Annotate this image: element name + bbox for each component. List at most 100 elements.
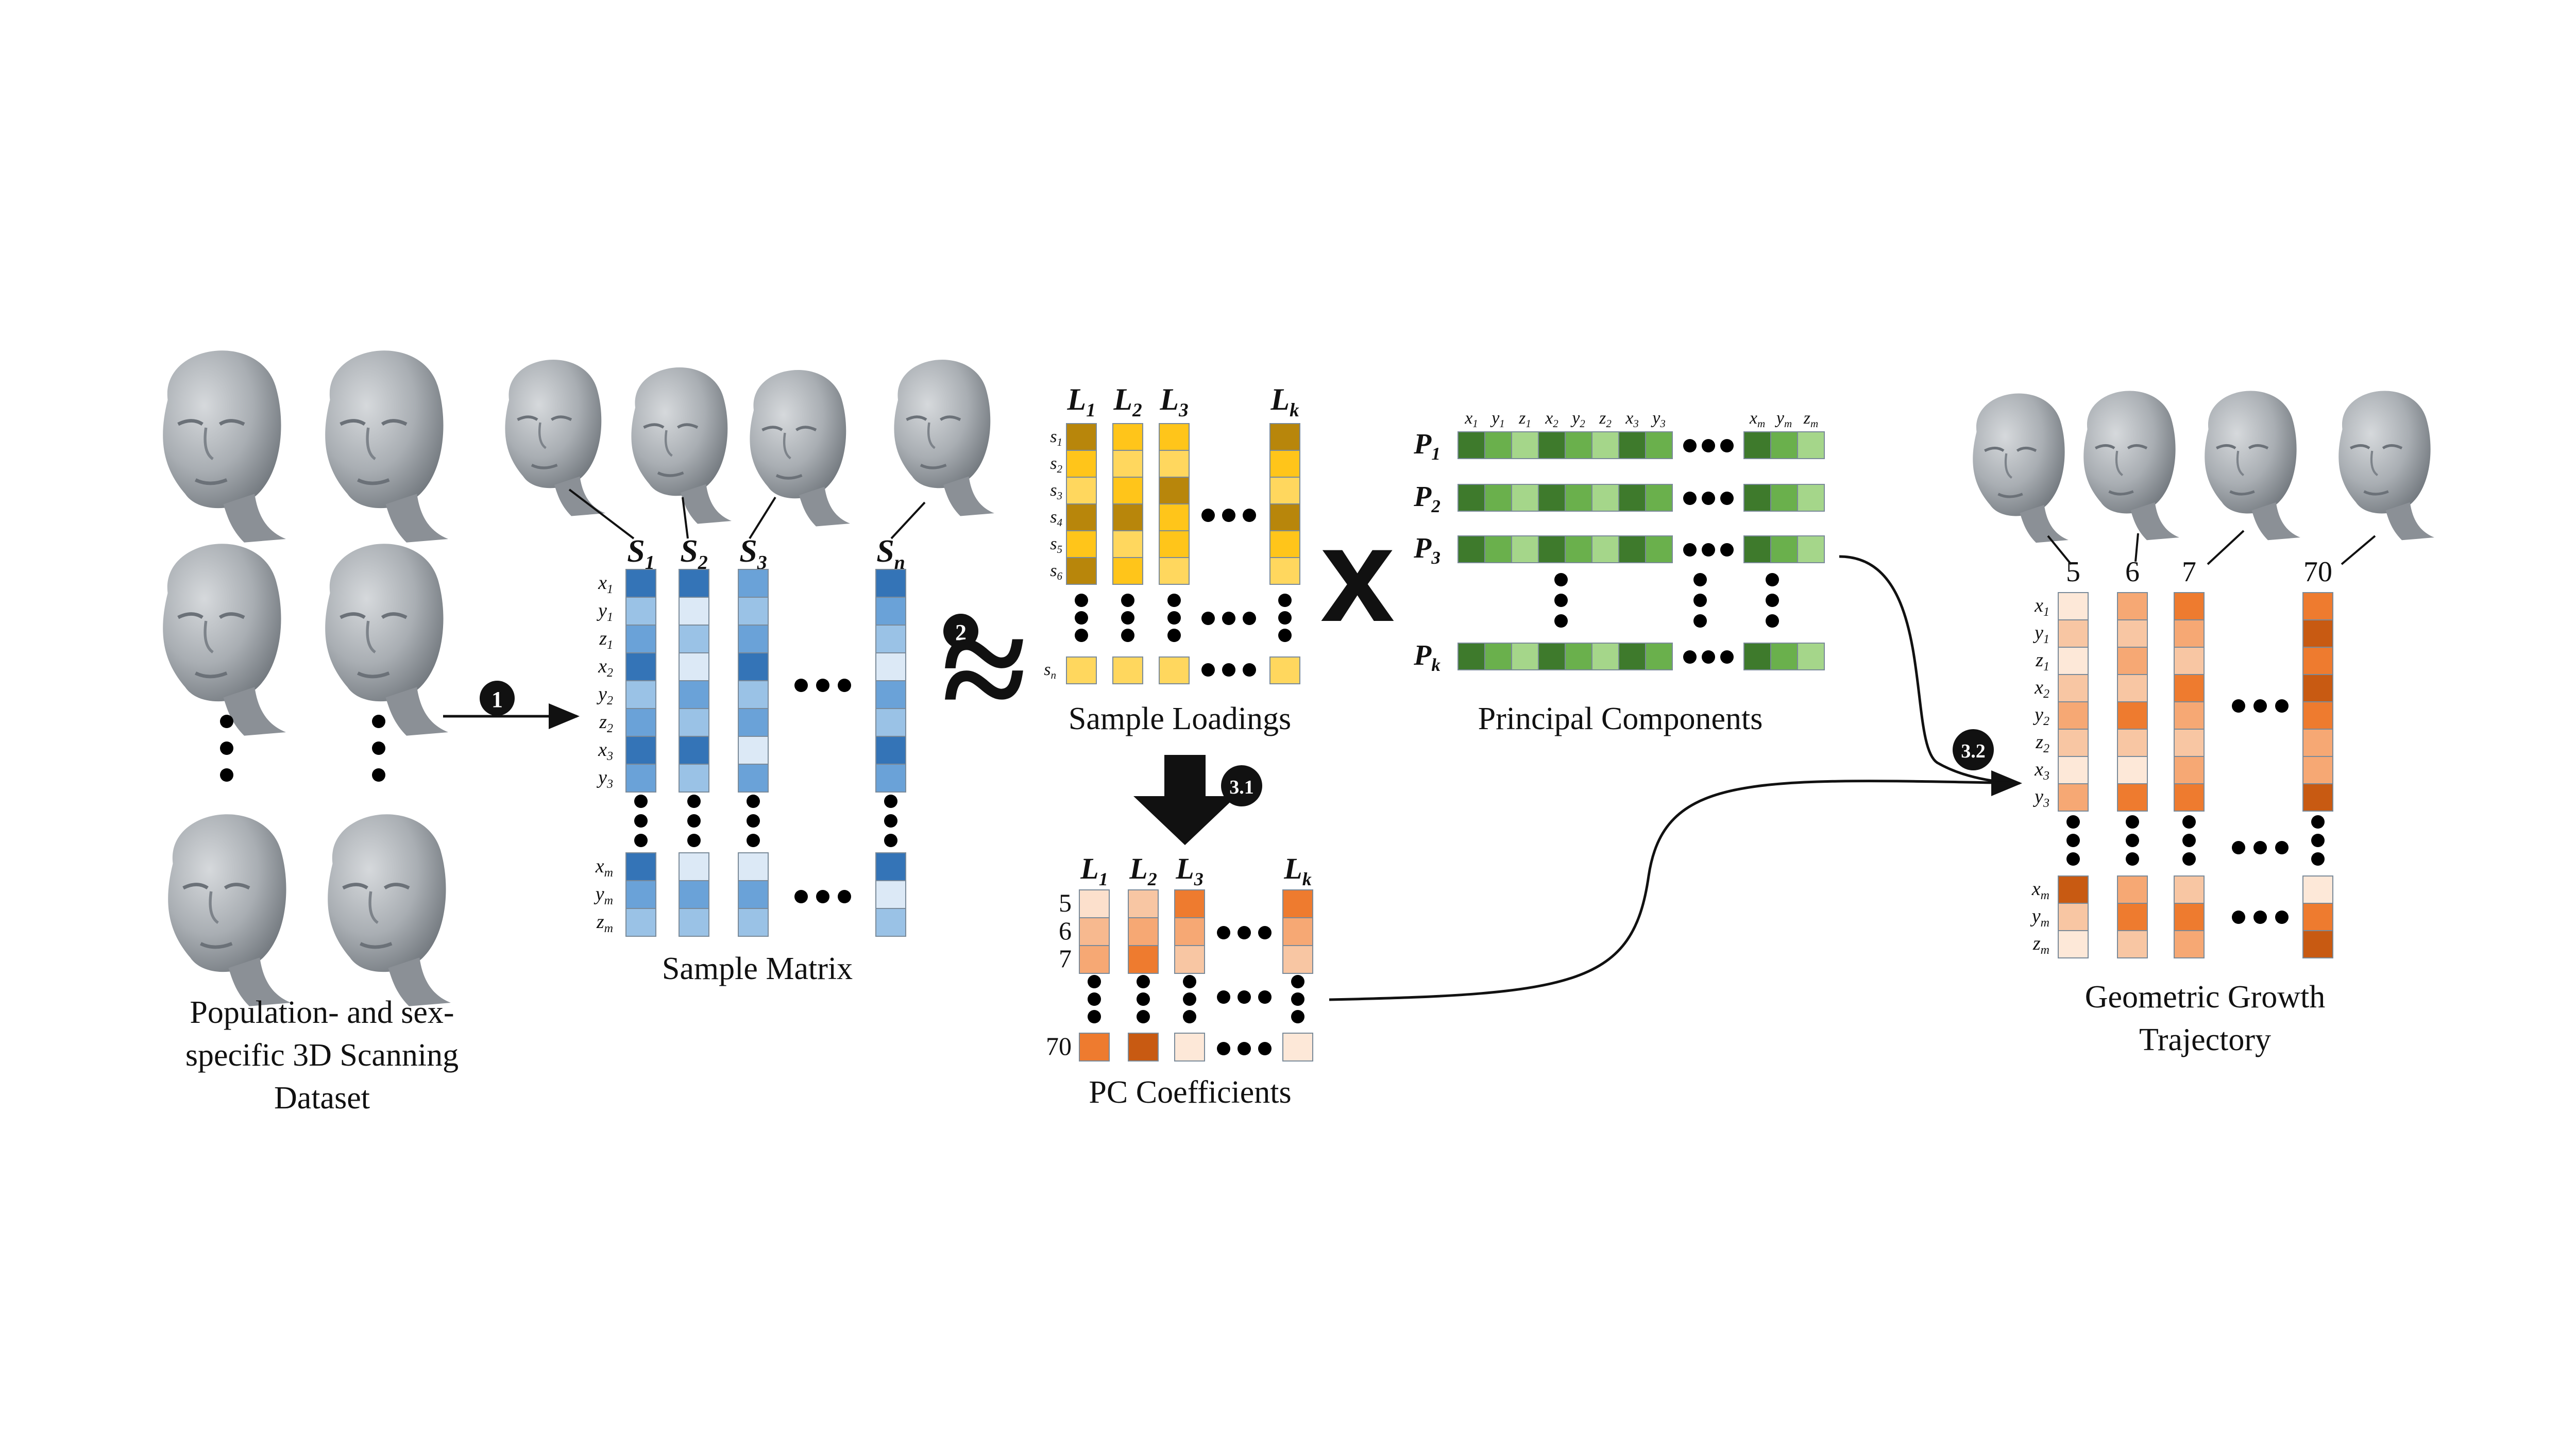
face-scan-icon [2205, 391, 2300, 541]
sample-row-label: y1 [596, 600, 613, 624]
sample-matrix-cell [679, 736, 709, 765]
ellipsis-dot [1258, 990, 1272, 1004]
pc-cell [1484, 431, 1512, 459]
connector-line [749, 496, 776, 540]
ellipsis-dot [884, 834, 897, 847]
pc-cell [1797, 431, 1825, 459]
loadings-cell [1159, 530, 1190, 558]
sample-matrix-cell [625, 764, 656, 793]
ellipsis-dot [816, 890, 829, 903]
caption-sample-matrix: Sample Matrix [662, 951, 853, 986]
coeff-row-label: 7 [1059, 944, 1072, 973]
loadings-column-label: L3 [1159, 382, 1188, 421]
pc-cell [1484, 535, 1512, 563]
sample-column-label: S3 [739, 534, 767, 574]
face-eyes-shape [761, 426, 817, 431]
ellipsis-dot [1683, 439, 1697, 452]
face-neck-shape [681, 484, 732, 524]
ellipsis-dot [838, 679, 851, 692]
ellipsis-dot [2182, 834, 2196, 847]
pc-cell [1538, 484, 1566, 512]
coeff-cell [1282, 917, 1313, 946]
ellipsis-dot [1693, 594, 1707, 607]
ellipsis-dot [634, 795, 648, 808]
loadings-column-label: Lk [1270, 382, 1299, 421]
trajectory-cell [2117, 674, 2148, 702]
sample-matrix-cell [625, 880, 656, 909]
loadings-cell [1066, 503, 1097, 531]
face-neck-shape [2020, 504, 2069, 543]
ellipsis-dot [2232, 841, 2245, 854]
pc-cell [1618, 431, 1646, 459]
pc-cell [1565, 484, 1592, 512]
trajectory-cell [2117, 903, 2148, 931]
ellipsis-dot [1278, 594, 1292, 607]
trajectory-cell [2058, 674, 2089, 702]
sample-matrix-cell [738, 652, 769, 681]
trajectory-cell [2302, 729, 2333, 757]
trajectory-cell [2058, 903, 2089, 931]
ellipsis-dot [2253, 699, 2267, 713]
trajectory-cell [2117, 875, 2148, 904]
trajectory-column-label: 70 [2303, 556, 2332, 588]
sample-column-label: S2 [680, 534, 707, 574]
loadings-cell [1112, 656, 1143, 684]
face-neck-shape [943, 476, 994, 516]
trajectory-cell [2302, 903, 2333, 931]
ellipsis-dot [687, 814, 701, 828]
step-marker-32: 3.2 [1953, 729, 1994, 770]
ellipsis-dot [1137, 975, 1150, 988]
face-nose-shape [366, 620, 376, 653]
loadings-cell [1269, 450, 1300, 478]
trajectory-cell [2174, 647, 2205, 675]
sample-matrix-cell [875, 736, 906, 765]
pc-cell [1770, 535, 1798, 563]
ellipsis-dot [1720, 492, 1734, 505]
ellipsis-dot [1766, 573, 1779, 586]
ellipsis-dot [2126, 815, 2139, 829]
ellipsis-dot [1075, 629, 1088, 642]
connector-line [2047, 535, 2072, 565]
pc-cell [1797, 643, 1825, 670]
face-head-shape [163, 350, 281, 509]
sample-matrix-cell [875, 908, 906, 937]
ellipsis-dot [1201, 509, 1215, 522]
face-mouth-shape [775, 474, 803, 480]
pc-cell [1743, 431, 1771, 459]
face-scan-icon [631, 367, 732, 524]
ellipsis-dot [1554, 614, 1568, 628]
ellipsis-dot [1167, 594, 1181, 607]
trajectory-cell [2058, 783, 2089, 812]
pc-header-label: y3 [1651, 409, 1666, 430]
loadings-cell [1112, 423, 1143, 451]
ellipsis-dot [1693, 573, 1707, 586]
trajectory-cell [2302, 930, 2333, 958]
face-scan-icon [750, 369, 850, 527]
coeff-cell [1128, 917, 1159, 946]
coeff-column-label: L2 [1129, 852, 1157, 889]
loadings-column-label: L2 [1113, 382, 1142, 421]
pc-header-label: x2 [1545, 409, 1558, 430]
ellipsis-dot [1217, 926, 1230, 939]
sample-matrix-cell [679, 880, 709, 909]
caption-dataset-line-1: Population- and sex- [190, 995, 454, 1030]
ellipsis-dot [372, 768, 385, 782]
sample-row-label: xm [595, 855, 613, 880]
pc-cell [1538, 643, 1566, 670]
coeff-cell [1079, 889, 1110, 918]
face-mouth-shape [1997, 493, 2023, 498]
ellipsis-dot [1278, 611, 1292, 625]
arrow-step-32-from-pcs [1839, 555, 2022, 796]
pc-cell [1645, 484, 1673, 512]
face-nose-shape [366, 427, 376, 460]
sample-row-label: y3 [596, 767, 613, 791]
face-mouth-shape [657, 471, 684, 477]
coeff-cell [1282, 889, 1313, 918]
ellipsis-dot [747, 795, 760, 808]
pc-cell [1458, 643, 1485, 670]
face-nose-shape [927, 422, 936, 449]
trajectory-cell [2302, 783, 2333, 812]
pc-cell [1538, 431, 1566, 459]
caption-growth-trajectory-line-1: Geometric Growth [2085, 980, 2326, 1015]
